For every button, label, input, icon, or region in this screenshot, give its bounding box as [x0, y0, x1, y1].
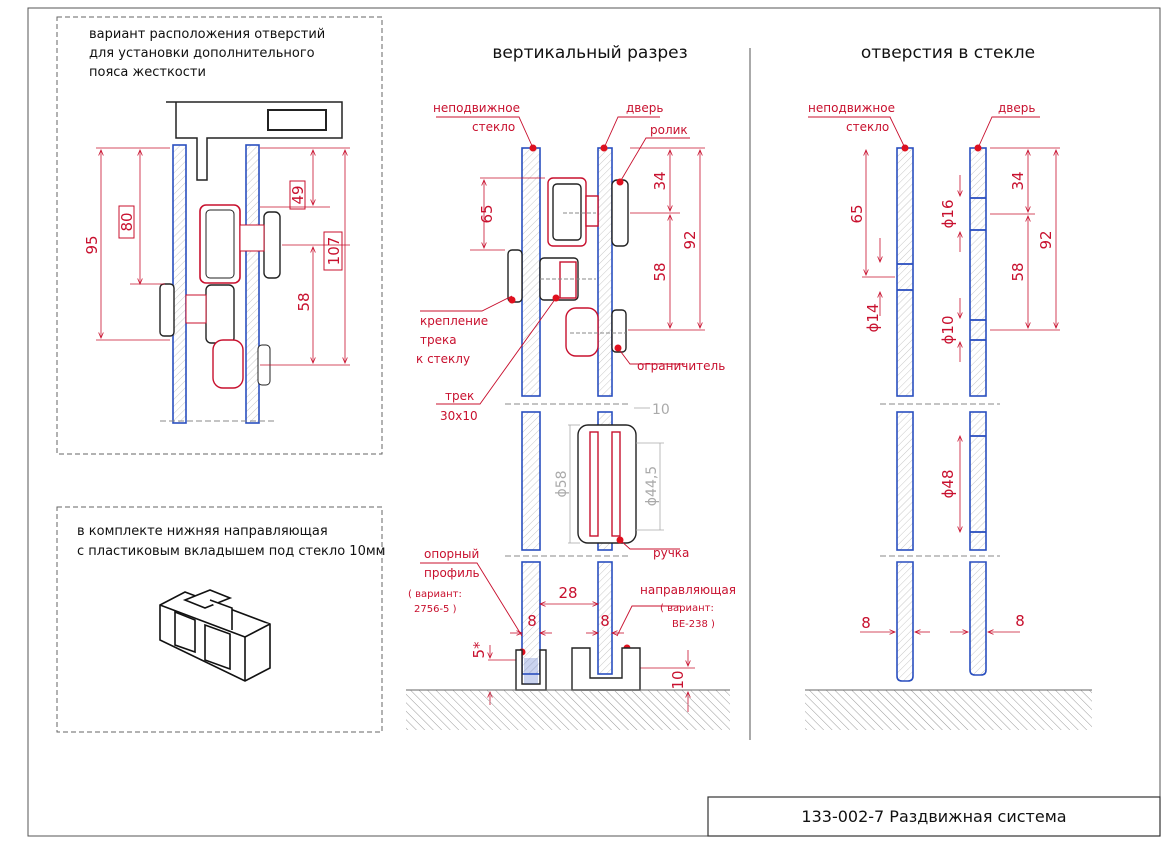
holes-dim-8a: 8 — [861, 614, 871, 632]
section-door-glass-upper — [597, 147, 613, 397]
holes-dim-92: 92 — [1037, 230, 1055, 249]
section-door-glass-lower — [597, 561, 613, 675]
holes-floor — [805, 690, 1092, 730]
section-dim-92: 92 — [681, 230, 699, 249]
holes-dim-dia48: ϕ48 — [939, 470, 957, 499]
holes-dim-dia16: ϕ16 — [939, 200, 957, 229]
stiffener-dim-95: 95 — [83, 235, 101, 254]
support-profile — [515, 649, 547, 691]
sheet-frame — [27, 7, 1161, 837]
section-fixed-glass-lower — [521, 561, 541, 675]
holes-dim-8b: 8 — [1015, 612, 1025, 630]
holes-door-glass-upper — [969, 147, 987, 397]
section-label-fixed-glass-2: стекло — [472, 120, 515, 134]
holes-title: отверстия в стекле — [861, 43, 1035, 63]
holes-door-glass-middle — [969, 411, 987, 551]
section-label-mount-1: крепление — [420, 314, 488, 328]
bottom-guide-illustration — [159, 589, 271, 682]
holes-dim-dia10: ϕ10 — [939, 316, 957, 345]
section-label-track-1: трек — [445, 389, 474, 403]
holes-door-glass-lower — [969, 561, 987, 676]
holes-dim-58: 58 — [1009, 262, 1027, 281]
section-fixed-glass-upper — [521, 147, 541, 397]
holes-fixed-glass-upper — [896, 147, 914, 397]
section-label-limiter: ограничитель — [637, 359, 725, 373]
holes-dim-65: 65 — [848, 204, 866, 223]
section-label-fixed-glass-1: неподвижное — [433, 101, 520, 115]
section-dim-28: 28 — [558, 584, 577, 602]
section-label-track-2: 30x10 — [440, 409, 478, 423]
stiffener-glass-door — [245, 144, 260, 424]
stiffener-dim-49: 49 — [289, 185, 307, 204]
kit-panel: в комплекте нижняя направляющая с пласти… — [56, 506, 385, 733]
stiffener-note-line-2: для установки дополнительного — [89, 46, 315, 61]
section-label-handle: ручка — [653, 546, 689, 560]
section-dim-58: 58 — [651, 262, 669, 281]
section-label-mount-3: к стеклу — [416, 352, 470, 366]
stiffener-dim-58: 58 — [295, 292, 313, 311]
kit-note-line-2: с пластиковым вкладышем под стекло 10мм — [77, 544, 385, 559]
section-dim-dia58: ϕ58 — [554, 470, 570, 497]
stiffener-dim-80: 80 — [118, 212, 136, 231]
stiffener-limiter — [212, 339, 244, 389]
section-dim-65: 65 — [478, 204, 496, 223]
section-label-guide-2: ( вариант: — [660, 603, 714, 614]
holes-fixed-glass-lower — [896, 561, 914, 682]
stiffener-dim-107: 107 — [325, 237, 343, 266]
section-dim-8b: 8 — [600, 612, 610, 630]
section-label-guide-1: направляющая — [640, 583, 736, 597]
section-mount — [507, 249, 523, 303]
section-floor — [406, 690, 730, 730]
stiffener-mount — [159, 283, 175, 337]
section-label-mount-2: трека — [420, 333, 457, 347]
holes-dim-34: 34 — [1009, 171, 1027, 190]
section-dim-8a: 8 — [527, 612, 537, 630]
section-handle — [577, 424, 637, 544]
section-label-support-2: профиль — [424, 566, 480, 580]
section-dim-5: 5* — [470, 641, 488, 659]
section-dim-dia445: ϕ44,5 — [644, 466, 660, 506]
glass-holes-view: отверстия в стекле неподвижное стекло дв — [805, 43, 1092, 730]
holes-dim-dia14: ϕ14 — [864, 304, 882, 333]
section-dim-10: 10 — [669, 670, 687, 689]
section-dim-34: 34 — [651, 171, 669, 190]
kit-note-line-1: в комплекте нижняя направляющая — [77, 524, 328, 539]
title-block-text: 133-002-7 Раздвижная система — [801, 807, 1066, 826]
section-label-door: дверь — [626, 101, 663, 115]
section-label-support-4: 2756-5 ) — [414, 604, 457, 615]
section-title: вертикальный разрез — [492, 43, 687, 63]
stiffener-bracket-slot — [267, 109, 327, 131]
stiffener-glass-fixed — [172, 144, 187, 424]
stiffener-panel: вариант расположения отверстий для устан… — [56, 16, 383, 455]
section-label-support-1: опорный — [424, 547, 479, 561]
holes-label-door: дверь — [998, 101, 1035, 115]
stiffener-note-line-3: пояса жесткости — [89, 65, 206, 80]
stiffener-note-line-1: вариант расположения отверстий — [89, 27, 325, 42]
holes-label-fixed-glass-1: неподвижное — [808, 101, 895, 115]
holes-fixed-glass-middle — [896, 411, 914, 551]
title-block: 133-002-7 Раздвижная система — [707, 796, 1161, 837]
section-dim-10-top: 10 — [652, 402, 670, 418]
section-label-guide-3: BE-238 ) — [672, 619, 715, 630]
section-label-roller: ролик — [650, 123, 688, 137]
section-limiter — [565, 307, 599, 357]
section-label-support-3: ( вариант: — [408, 589, 462, 600]
vertical-section: вертикальный разрез — [406, 43, 751, 740]
holes-label-fixed-glass-2: стекло — [846, 120, 889, 134]
guide-rail — [571, 647, 641, 691]
section-fixed-glass-middle — [521, 411, 541, 551]
